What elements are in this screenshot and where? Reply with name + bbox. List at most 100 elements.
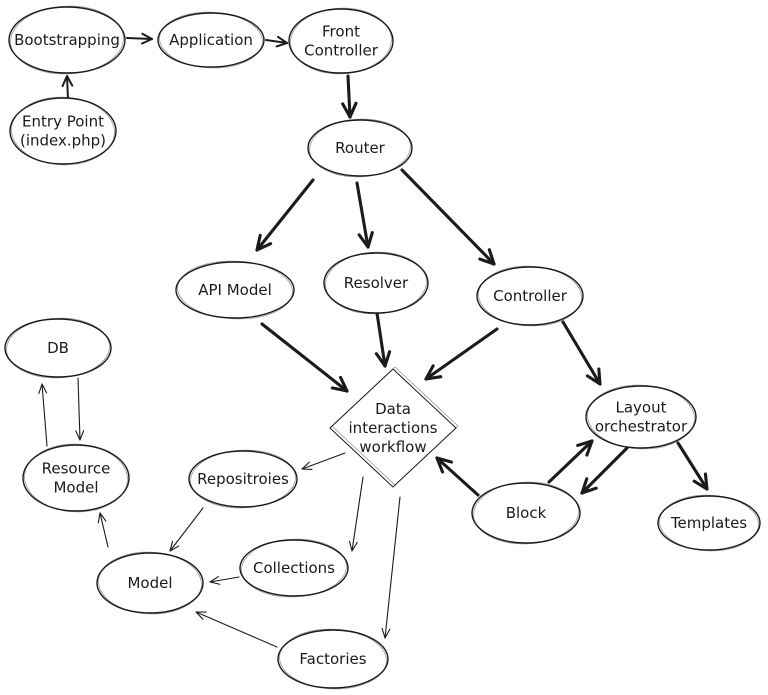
- edge-bootstrapping-to-application: [126, 32, 153, 45]
- arrowhead-icon: [384, 628, 391, 639]
- edge-factories-to-model: [195, 611, 278, 648]
- node-repositroies: Repositroies: [188, 449, 298, 509]
- arrowhead-icon: [330, 386, 349, 393]
- layout-orchestrator-label: Layout: [616, 399, 667, 417]
- arrowhead-icon: [381, 627, 386, 639]
- arrowhead-icon: [209, 581, 221, 585]
- node-api-model: API Model: [175, 260, 295, 320]
- model-label: Model: [127, 574, 172, 592]
- resource-model-label: Model: [53, 479, 98, 497]
- arrowhead-icon: [585, 374, 602, 386]
- arrowhead-icon: [301, 461, 310, 470]
- arrowhead-icon: [692, 479, 709, 491]
- bootstrapping-label: Bootstrapping: [14, 31, 120, 49]
- edge-layout-to-templates: [676, 441, 709, 491]
- edge-workflow-to-factories: [381, 496, 401, 639]
- arrowhead-icon: [169, 540, 174, 552]
- edge-application-to-front-controller: [265, 35, 288, 48]
- node-application: Application: [157, 11, 265, 69]
- node-templates: Templates: [657, 494, 761, 552]
- edge-workflow-to-repositroies: [301, 452, 346, 470]
- arrowhead-icon: [195, 611, 204, 620]
- node-model: Model: [96, 551, 204, 615]
- arrowhead-icon: [339, 375, 349, 393]
- arrowhead-icon: [341, 102, 352, 119]
- edge-model-to-resource-model: [97, 512, 109, 548]
- factories-label: Factories: [299, 650, 366, 668]
- arrowhead-icon: [357, 233, 370, 249]
- arrowhead-icon: [487, 248, 496, 266]
- arrowhead-icon: [79, 430, 85, 441]
- node-controller: Controller: [476, 265, 584, 327]
- arrowhead-icon: [141, 32, 153, 40]
- arrowhead-icon: [424, 375, 443, 381]
- edge-layout-to-block: [580, 446, 629, 495]
- db-label: DB: [47, 339, 69, 357]
- router-label: Router: [335, 139, 386, 157]
- api-model-label: API Model: [198, 281, 272, 299]
- edge-controller-to-workflow: [424, 327, 499, 381]
- edge-router-to-resolver: [355, 181, 374, 249]
- edge-entry-point-to-bootstrapping: [61, 75, 74, 101]
- front-controller-label: Controller: [304, 42, 379, 60]
- edge-api-model-to-workflow: [260, 322, 349, 393]
- arrowhead-icon: [435, 456, 445, 474]
- edge-block-to-layout: [547, 439, 594, 484]
- front-controller-label: Front: [322, 23, 360, 41]
- arrowhead-icon: [255, 233, 262, 252]
- arrowhead-icon: [576, 439, 594, 448]
- edge-repositroies-to-model: [169, 507, 204, 552]
- arrowhead-icon: [424, 364, 435, 381]
- arrowhead-icon: [275, 42, 288, 48]
- arrowhead-icon: [61, 75, 68, 88]
- arrowhead-icon: [478, 257, 496, 266]
- edge-router-to-controller: [400, 168, 496, 266]
- data-workflow-label: interactions: [349, 419, 438, 437]
- arrowhead-icon: [597, 367, 602, 386]
- node-db: DB: [4, 317, 112, 379]
- data-workflow-label: Data: [375, 400, 411, 418]
- node-resolver: Resolver: [323, 251, 429, 315]
- entry-point-label: (index.php): [20, 132, 106, 150]
- data-workflow-label: workflow: [359, 438, 426, 456]
- arrowhead-icon: [585, 439, 594, 457]
- arrowhead-icon: [276, 35, 288, 44]
- edge-resource-model-to-db: [38, 383, 48, 447]
- node-entry-point: Entry Point(index.php): [9, 96, 117, 166]
- edge-router-to-api-model: [255, 178, 315, 252]
- edge-front-controller-to-router: [341, 74, 358, 119]
- edge-collections-to-model: [209, 576, 240, 585]
- arrowhead-icon: [580, 486, 598, 495]
- layout-orchestrator-label: orchestrator: [595, 418, 688, 436]
- templates-label: Templates: [670, 514, 747, 532]
- node-collections: Collections: [239, 538, 349, 598]
- node-bootstrapping: Bootstrapping: [8, 5, 126, 75]
- arrowhead-icon: [169, 545, 180, 552]
- collections-label: Collections: [253, 559, 335, 577]
- node-block: Block: [471, 481, 581, 545]
- arrowhead-icon: [75, 430, 81, 441]
- entry-point-label: Entry Point: [22, 113, 104, 131]
- arrowhead-icon: [366, 231, 374, 249]
- arrowhead-icon: [255, 242, 273, 252]
- arrowhead-icon: [580, 477, 589, 495]
- arrowhead-icon: [435, 456, 453, 464]
- arrowhead-icon: [703, 472, 709, 491]
- block-label: Block: [506, 504, 547, 522]
- arrowhead-icon: [66, 75, 74, 87]
- arrowhead-icon: [38, 383, 43, 395]
- arrowhead-icon: [348, 540, 353, 552]
- resolver-label: Resolver: [344, 274, 409, 292]
- application-label: Application: [169, 31, 253, 49]
- arrowhead-icon: [97, 512, 101, 524]
- controller-label: Controller: [493, 287, 568, 305]
- arrowhead-icon: [99, 512, 107, 522]
- node-factories: Factories: [277, 628, 389, 690]
- edge-resolver-to-workflow: [374, 311, 392, 368]
- edge-block-to-workflow: [435, 456, 480, 497]
- repositroies-label: Repositroies: [197, 470, 289, 488]
